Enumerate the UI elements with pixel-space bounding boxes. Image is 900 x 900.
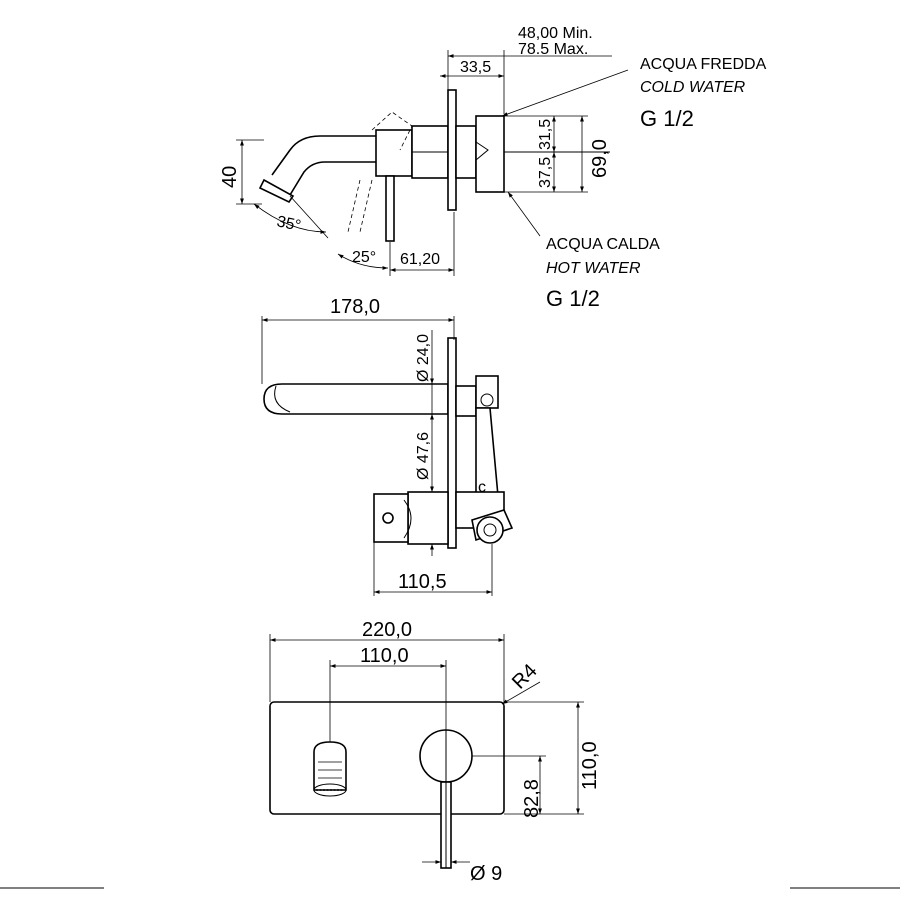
dim-radius-r4: R4 bbox=[508, 660, 542, 694]
lever-side bbox=[347, 111, 413, 242]
dim-dia-9: Ø 9 bbox=[470, 863, 502, 885]
label-cold-water-en: COLD WATER bbox=[640, 79, 746, 96]
side-view: 48,00 Min. 78.5 Max. 33,5 31,5 37,5 69,0… bbox=[219, 25, 767, 311]
body-plan bbox=[373, 491, 449, 545]
dim-110-0-right: 110,0 bbox=[579, 741, 601, 790]
dim-110-5: 110,5 bbox=[398, 571, 447, 593]
body-side bbox=[411, 125, 610, 179]
wall-plate-plan bbox=[447, 337, 457, 549]
dim-wall-min: 48,00 Min. bbox=[518, 25, 593, 42]
label-hot-thread: G 1/2 bbox=[546, 286, 600, 311]
label-cold-thread: G 1/2 bbox=[640, 106, 694, 131]
dim-61-20: 61,20 bbox=[400, 251, 440, 268]
plan-view: c 178,0 Ø 24,0 Ø 47,6 110,5 bbox=[261, 296, 514, 596]
label-cold-water-it: ACQUA FREDDA bbox=[640, 56, 767, 73]
front-view: 220,0 110,0 R4 110,0 82,8 Ø 9 bbox=[269, 619, 601, 885]
wall-plate-side bbox=[447, 89, 457, 211]
spout-plan bbox=[263, 383, 449, 415]
angle-35: 35° bbox=[275, 213, 302, 235]
dim-dia-47-6: Ø 47,6 bbox=[415, 432, 432, 480]
concealed-box-side bbox=[455, 115, 505, 193]
lever-front bbox=[419, 729, 473, 869]
label-hot-water-en: HOT WATER bbox=[546, 260, 641, 277]
dim-69-0: 69,0 bbox=[589, 139, 611, 178]
dim-40: 40 bbox=[219, 166, 241, 188]
label-hot-water-it: ACQUA CALDA bbox=[546, 236, 660, 253]
dim-82-8: 82,8 bbox=[521, 779, 543, 818]
angle-25: 25° bbox=[352, 249, 376, 266]
dim-31-5: 31,5 bbox=[537, 119, 554, 150]
spout-side bbox=[258, 135, 376, 204]
dim-178-0: 178,0 bbox=[330, 296, 380, 318]
spout-outlet-front bbox=[313, 741, 347, 797]
dim-220-0: 220,0 bbox=[362, 619, 412, 641]
dim-37-5: 37,5 bbox=[537, 157, 554, 188]
dim-110-0-top: 110,0 bbox=[360, 645, 409, 667]
dim-wall-max: 78.5 Max. bbox=[518, 41, 588, 58]
dim-dia-24-0: Ø 24,0 bbox=[415, 334, 432, 382]
concealed-valve-plan: c bbox=[455, 375, 514, 544]
svg-text:c: c bbox=[478, 479, 486, 496]
dim-33-5: 33,5 bbox=[460, 59, 491, 76]
